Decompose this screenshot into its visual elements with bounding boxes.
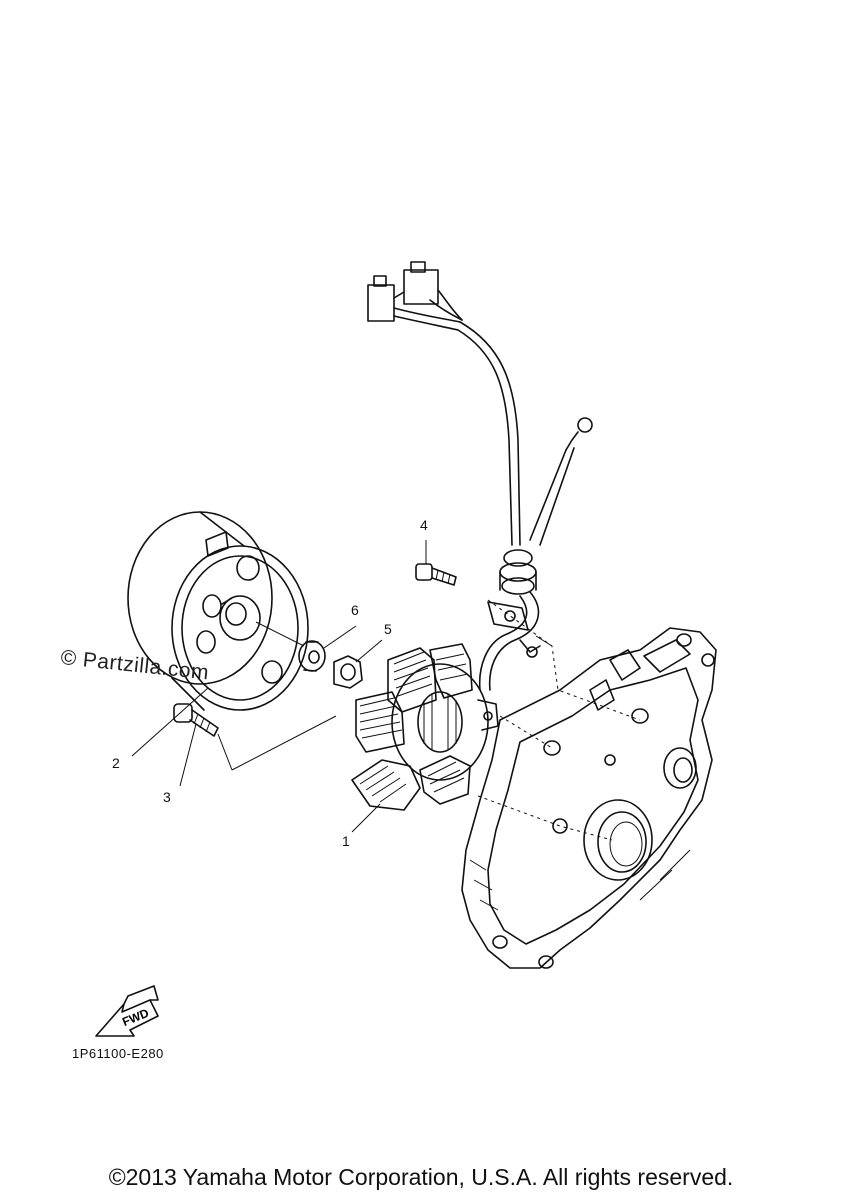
- crankcase-cover: [461, 627, 717, 969]
- flywheel-rotor: [127, 511, 309, 711]
- nut-5-icon: [333, 655, 363, 689]
- callout-2: 2: [112, 755, 120, 771]
- diagram-code: 1P61100-E280: [72, 1046, 164, 1061]
- wire-harness: [367, 261, 593, 691]
- callout-6: 6: [351, 602, 359, 618]
- forward-arrow-icon: FWD: [95, 985, 159, 1037]
- fwd-label: FWD: [120, 1006, 151, 1029]
- callout-4: 4: [420, 517, 428, 533]
- copyright-notice: ©2013 Yamaha Motor Corporation, U.S.A. A…: [108, 1164, 734, 1190]
- bolt-3-icon: [173, 703, 219, 737]
- callout-3: 3: [163, 789, 171, 805]
- bolt-4-icon: [415, 563, 457, 586]
- callout-1: 1: [342, 833, 350, 849]
- callout-5: 5: [384, 621, 392, 637]
- stator-coil: [351, 643, 499, 811]
- washer-6-icon: [298, 640, 326, 672]
